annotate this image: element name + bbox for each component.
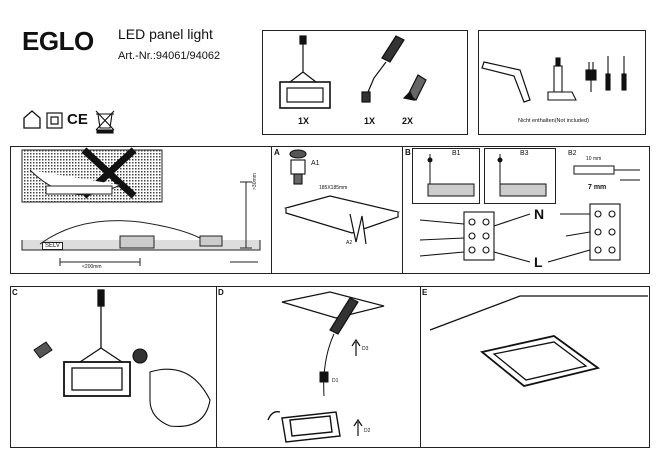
driver-open-icon <box>427 154 475 197</box>
strip-length-label: 7 mm <box>588 184 607 191</box>
step-a1-label: A1 <box>311 160 320 167</box>
cutting-tool-icon <box>289 149 307 185</box>
cutout-size-label: 185X185mm <box>319 185 348 191</box>
ceiling-cutout-view <box>21 147 163 203</box>
screwdriver-icon <box>605 56 627 91</box>
panel-with-cable-icon <box>63 289 131 397</box>
led-driver-icon <box>361 35 405 103</box>
step-b2-label: B2 <box>568 150 577 157</box>
ceiling-with-driver-icon <box>281 291 385 335</box>
terminal-block-right-icon <box>565 203 621 261</box>
step-b3-label: B3 <box>520 150 529 157</box>
qty-driver: 1X <box>364 116 376 126</box>
selv-label: SELV <box>42 242 63 250</box>
wire-strip-icon <box>573 165 640 181</box>
ce-mark-icon: CE <box>67 111 88 128</box>
plug-icon <box>585 62 597 92</box>
d-arrows-icon <box>351 338 363 436</box>
side-section-view <box>21 181 261 266</box>
qty-panel: 1X <box>298 116 310 126</box>
step-b-label: B <box>405 148 411 157</box>
panel-insert-icon <box>267 410 341 443</box>
step-a2-label: A2 <box>346 240 353 246</box>
step-a-label: A <box>274 148 280 157</box>
glue-tube-icon <box>547 57 577 101</box>
tools-not-included-note: Nicht enthalten(Not included) <box>518 118 589 124</box>
panel-light-icon <box>279 35 331 109</box>
live-label: L <box>534 254 543 270</box>
saw-tool-icon <box>481 61 531 103</box>
article-number: Art.-Nr.:94061/94062 <box>118 50 221 62</box>
class-ii-double-square-icon <box>46 112 63 129</box>
driver-closed-icon <box>497 154 547 197</box>
qty-clips: 2X <box>402 116 414 126</box>
weee-bin-icon <box>95 110 115 134</box>
arrow-icons <box>493 213 591 263</box>
terminal-block-left-icon <box>419 211 495 261</box>
neutral-label: N <box>534 206 545 222</box>
hand-clip-icon <box>132 348 211 428</box>
dim-width-label: <200mm <box>82 264 102 270</box>
brand-logo: EGLO <box>22 26 94 56</box>
step-d2-label: D2 <box>364 428 371 434</box>
ceiling-board-icon <box>283 195 401 245</box>
step-d3-label: D3 <box>362 346 369 352</box>
cable-down-icon <box>319 333 335 397</box>
clip-insert-left-icon <box>33 341 53 359</box>
indoor-house-icon <box>23 110 41 129</box>
spring-clip-icon <box>402 74 427 101</box>
step-e-label: E <box>422 288 428 297</box>
step-b1-label: B1 <box>452 150 461 157</box>
step-d-label: D <box>218 288 224 297</box>
product-title: LED panel light <box>118 26 213 42</box>
strip-length-small: 10 mm <box>586 156 602 162</box>
step-d1-label: D1 <box>332 378 339 384</box>
installed-panel-icon <box>429 295 648 387</box>
step-c-label: C <box>12 288 18 297</box>
